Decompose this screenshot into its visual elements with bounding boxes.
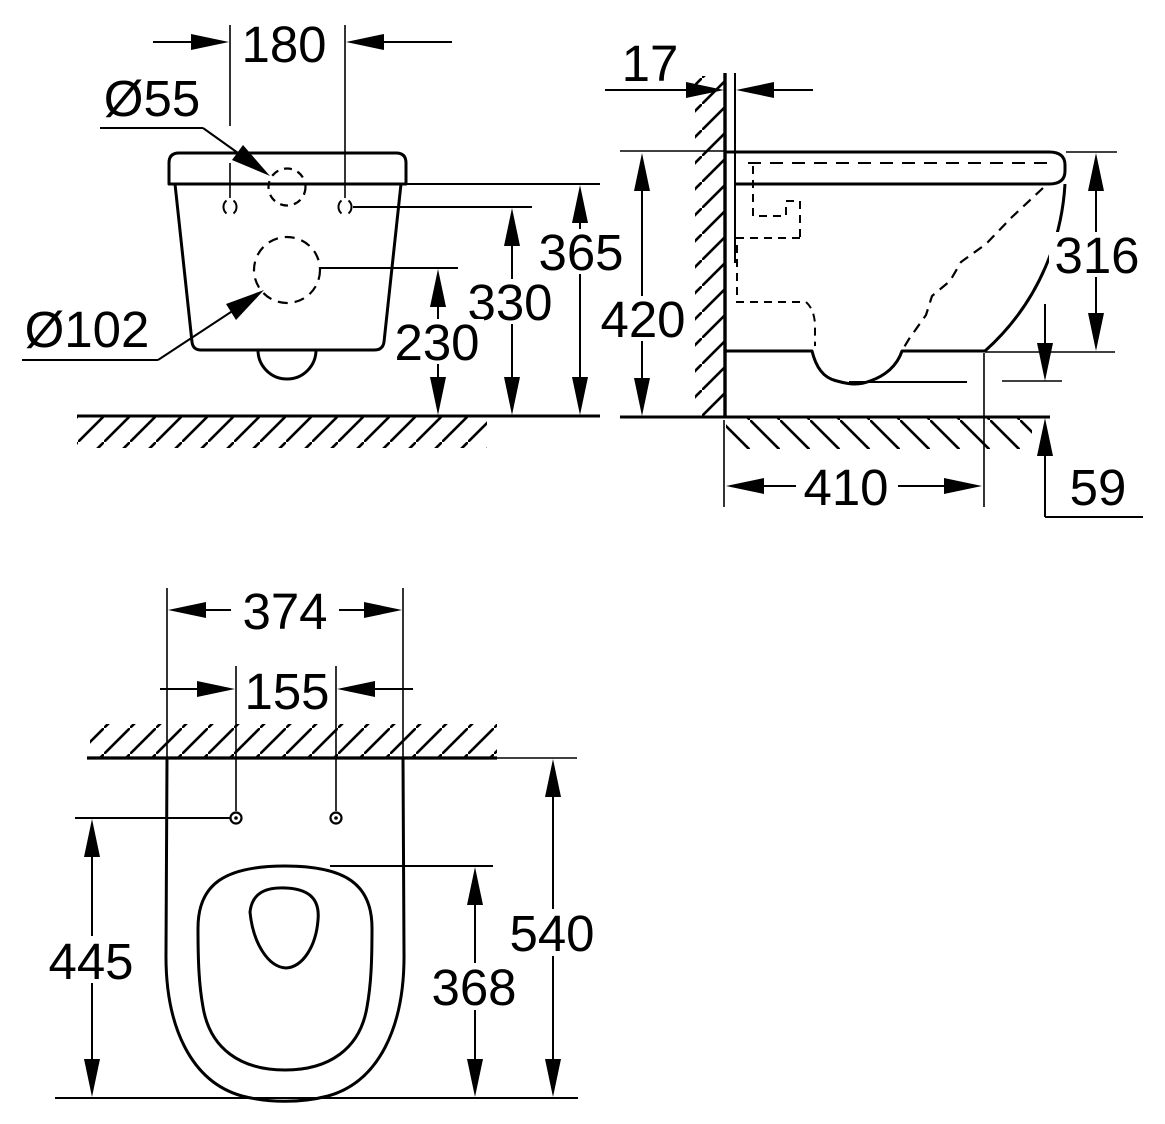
dim-label-368: 368 xyxy=(431,959,516,1016)
dim-420: 420 xyxy=(595,153,691,416)
bowl-front-profile xyxy=(983,183,1067,353)
dim-label-540: 540 xyxy=(509,905,594,962)
cistern-lid xyxy=(167,151,408,186)
bowl-body-front xyxy=(173,182,403,352)
rim-profile xyxy=(725,150,1067,186)
dim-label-d102: Ø102 xyxy=(25,301,150,358)
dim-label-d55: Ø55 xyxy=(104,70,200,127)
dim-label-410: 410 xyxy=(803,459,888,516)
mounting-hole-left-plan xyxy=(229,811,243,825)
dim-374: 374 xyxy=(166,583,404,757)
dim-368: 368 xyxy=(426,867,522,1097)
dim-17: 17 xyxy=(605,35,813,98)
dim-155: 155 xyxy=(160,663,413,811)
mounting-hole-right-plan xyxy=(329,811,343,825)
dim-label-374: 374 xyxy=(242,583,327,640)
plan-view: 374 155 445 368 xyxy=(43,583,600,1103)
bowl-inner-hidden xyxy=(902,187,1044,350)
outlet-circle xyxy=(252,235,322,305)
dim-label-445: 445 xyxy=(48,933,133,990)
wall-hatch-plan xyxy=(90,724,497,758)
seat-ring-plan xyxy=(196,864,374,1072)
leader-d55: Ø55 xyxy=(100,70,270,176)
leader-d102: Ø102 xyxy=(22,290,264,361)
flush-channel-hidden xyxy=(736,166,816,346)
outlet-bump xyxy=(256,349,318,381)
wall-hatch xyxy=(695,76,725,417)
dim-445: 445 xyxy=(43,819,139,1097)
dim-230: 230 xyxy=(320,267,484,415)
mounting-hole-right-front xyxy=(337,199,353,215)
dim-label-365: 365 xyxy=(538,224,623,281)
side-view: 17 420 316 59 xyxy=(595,35,1146,518)
dim-330: 330 xyxy=(353,206,557,415)
flush-inlet-circle xyxy=(267,167,307,207)
dim-180: 180 xyxy=(153,16,452,198)
dim-label-420: 420 xyxy=(600,291,685,348)
bowl-outline-plan xyxy=(164,757,406,1103)
dim-316: 316 xyxy=(1049,153,1146,351)
dim-label-180: 180 xyxy=(241,16,326,73)
flush-opening-plan xyxy=(248,886,320,970)
front-view: Ø55 Ø102 180 365 xyxy=(22,16,628,448)
dim-label-230: 230 xyxy=(394,314,479,371)
dim-365: 365 xyxy=(406,183,628,415)
dim-label-316: 316 xyxy=(1054,227,1139,284)
dim-label-59: 59 xyxy=(1070,459,1127,516)
bowl-bottom-profile xyxy=(725,349,985,386)
ground-hatch-side xyxy=(726,418,1032,449)
dim-410: 410 xyxy=(723,353,985,516)
dim-label-17: 17 xyxy=(622,35,679,92)
dim-59: 59 xyxy=(1037,304,1143,518)
dim-540: 540 xyxy=(504,759,600,1097)
mounting-hole-left-front xyxy=(222,199,238,215)
dim-label-155: 155 xyxy=(244,663,329,720)
ground-hatch-front xyxy=(77,417,487,448)
